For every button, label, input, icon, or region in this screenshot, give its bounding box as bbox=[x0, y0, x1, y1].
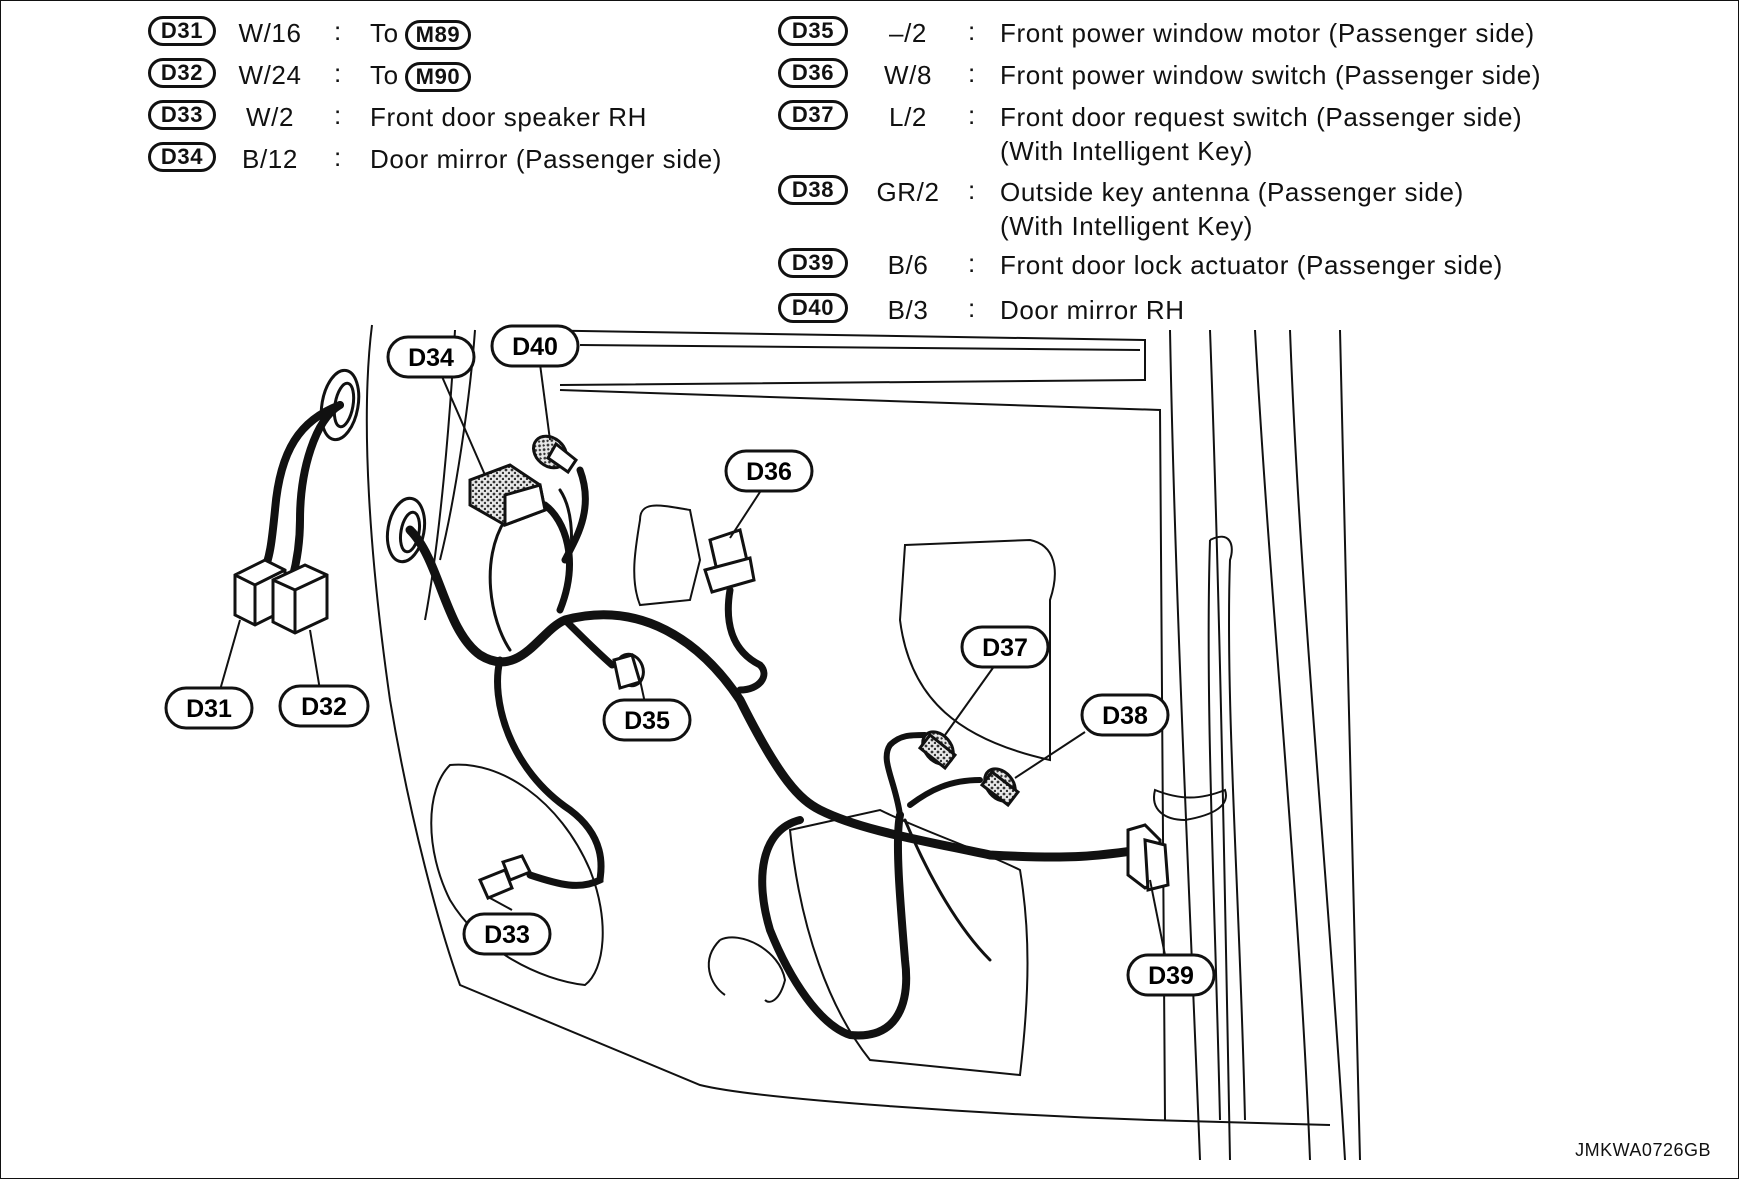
connector-description-note: (With Intelligent Key) bbox=[1000, 136, 1254, 166]
connector-badge: D39 bbox=[778, 248, 848, 278]
legend-row-d40: D40 B/3 : Door mirror RH bbox=[778, 293, 1708, 327]
callout-d34-label: D34 bbox=[408, 344, 454, 372]
connector-description: Front power window motor (Passenger side… bbox=[1000, 18, 1535, 48]
connector-badge: D32 bbox=[148, 58, 216, 88]
separator: : bbox=[968, 248, 976, 278]
connector-badge: D36 bbox=[778, 58, 848, 88]
callout-d37-label: D37 bbox=[982, 634, 1028, 662]
callout-d33-label: D33 bbox=[484, 921, 530, 949]
wiring-harness bbox=[258, 401, 1145, 1040]
connector-badge: D33 bbox=[148, 100, 216, 130]
connector-d33-body bbox=[477, 854, 533, 900]
legend-row-d38: D38 GR/2 : Outside key antenna (Passenge… bbox=[778, 175, 1708, 245]
legend-row-d35: D35 –/2 : Front power window motor (Pass… bbox=[778, 16, 1708, 50]
connector-spec: W/2 bbox=[245, 102, 295, 132]
connector-description: Outside key antenna (Passenger side) bbox=[1000, 177, 1464, 207]
connector-description: Front door lock actuator (Passenger side… bbox=[1000, 250, 1503, 280]
callout-d32-label: D32 bbox=[301, 693, 347, 721]
connector-spec: B/3 bbox=[887, 295, 929, 325]
callout-d37: D37 bbox=[960, 625, 1050, 669]
callout-d38-label: D38 bbox=[1102, 702, 1148, 730]
connector-description: Front power window switch (Passenger sid… bbox=[1000, 60, 1542, 90]
connector-badge: D34 bbox=[148, 142, 216, 172]
callout-d34: D34 bbox=[386, 335, 476, 379]
connector-badge: D31 bbox=[148, 16, 216, 46]
legend-row-d36: D36 W/8 : Front power window switch (Pas… bbox=[778, 58, 1708, 92]
connector-description: Front door request switch (Passenger sid… bbox=[1000, 102, 1523, 132]
callout-d36: D36 bbox=[724, 449, 814, 493]
callout-d39-label: D39 bbox=[1148, 962, 1194, 990]
connector-badge: D35 bbox=[778, 16, 848, 46]
callout-d39: D39 bbox=[1126, 953, 1216, 997]
connector-spec: –/2 bbox=[889, 18, 927, 48]
callout-d35-label: D35 bbox=[624, 707, 670, 735]
connector-spec: W/16 bbox=[238, 18, 302, 48]
connector-badge: D37 bbox=[778, 100, 848, 130]
connector-d32-body bbox=[271, 563, 329, 635]
callout-d40-label: D40 bbox=[512, 333, 558, 361]
connector-d40-body bbox=[532, 434, 579, 475]
callout-d35: D35 bbox=[602, 698, 692, 742]
separator: : bbox=[968, 58, 976, 88]
connector-description: Front door speaker RH bbox=[370, 102, 648, 132]
callout-d32: D32 bbox=[278, 684, 370, 728]
legend-row-d33: D33 W/2 : Front door speaker RH bbox=[148, 100, 768, 134]
separator: : bbox=[968, 293, 976, 323]
legend-row-d37: D37 L/2 : Front door request switch (Pas… bbox=[778, 100, 1708, 170]
connector-description: Door mirror (Passenger side) bbox=[370, 144, 723, 174]
separator: : bbox=[334, 16, 342, 46]
connector-spec: L/2 bbox=[889, 102, 927, 132]
callout-d31: D31 bbox=[164, 686, 254, 730]
connector-spec: B/12 bbox=[242, 144, 298, 174]
connector-d34-body bbox=[468, 463, 547, 528]
target-connector-badge: M90 bbox=[404, 62, 472, 93]
figure-code: JMKWA0726GB bbox=[1575, 1140, 1711, 1160]
connector-spec: GR/2 bbox=[876, 177, 940, 207]
connector-d36-body bbox=[703, 528, 756, 594]
separator: : bbox=[968, 100, 976, 130]
callout-d36-label: D36 bbox=[746, 458, 792, 486]
connector-description: Door mirror RH bbox=[1000, 295, 1185, 325]
callout-d40: D40 bbox=[490, 324, 580, 368]
separator: : bbox=[334, 58, 342, 88]
connector-d37-body bbox=[917, 730, 958, 771]
connector-badge: D38 bbox=[778, 175, 848, 205]
connector-spec: W/8 bbox=[883, 60, 933, 90]
target-connector-badge: M89 bbox=[404, 20, 472, 51]
legend-row-d39: D39 B/6 : Front door lock actuator (Pass… bbox=[778, 248, 1708, 282]
separator: : bbox=[334, 100, 342, 130]
connector-d35-body bbox=[612, 652, 645, 690]
door-panel-outline bbox=[365, 324, 1361, 1161]
separator: : bbox=[968, 175, 976, 205]
connector-badge: D40 bbox=[778, 293, 848, 323]
connector-description-note: (With Intelligent Key) bbox=[1000, 211, 1254, 241]
connector-spec: B/6 bbox=[887, 250, 929, 280]
connector-d38-body bbox=[979, 767, 1021, 808]
callout-d38: D38 bbox=[1080, 693, 1170, 737]
connector-d39-body bbox=[1126, 823, 1170, 892]
connector-spec: W/24 bbox=[238, 60, 302, 90]
callout-d33: D33 bbox=[462, 912, 552, 956]
callout-d31-label: D31 bbox=[186, 695, 232, 723]
separator: : bbox=[334, 142, 342, 172]
legend-row-d34: D34 B/12 : Door mirror (Passenger side) bbox=[148, 142, 768, 176]
callout-leader-lines bbox=[219, 363, 1166, 956]
separator: : bbox=[968, 16, 976, 46]
